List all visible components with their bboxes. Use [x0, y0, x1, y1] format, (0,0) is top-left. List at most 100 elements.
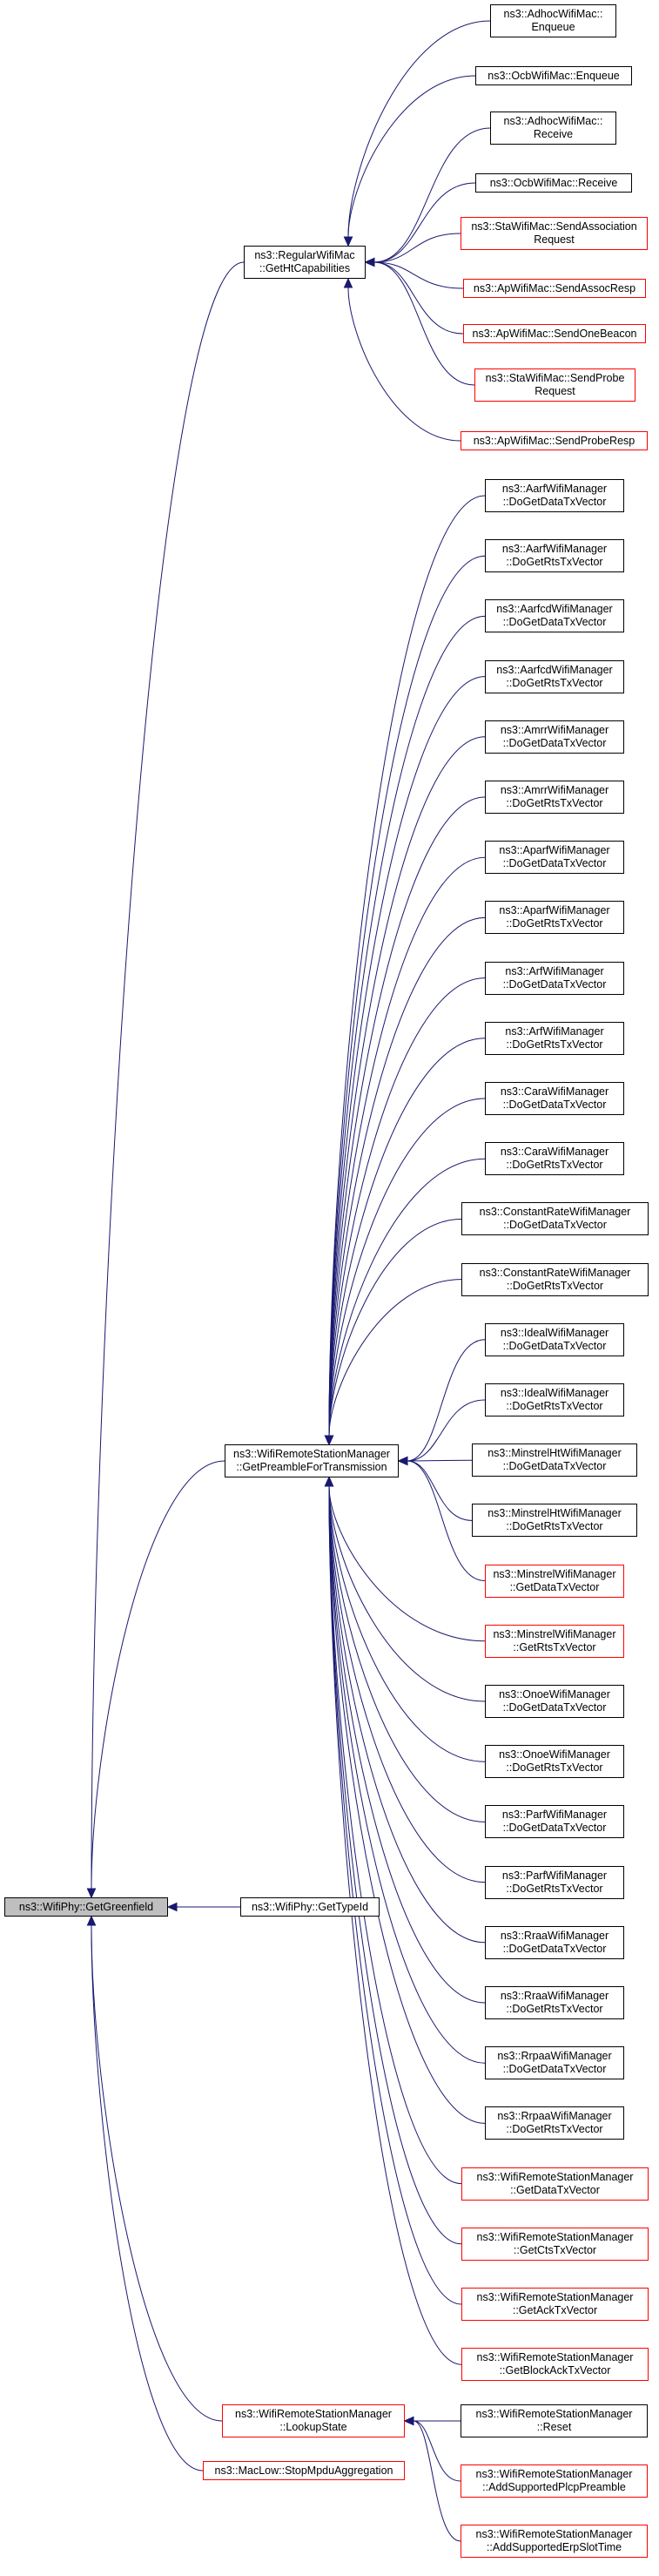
node-onoe-data[interactable]: ns3::OnoeWifiManager::DoGetDataTxVector	[485, 1685, 624, 1718]
node-label-line: ::DoGetDataTxVector	[502, 857, 607, 870]
edge-preamble-to-root	[91, 1460, 225, 1890]
node-min-rts[interactable]: ns3::MinstrelWifiManager::GetRtsTxVector	[485, 1624, 624, 1658]
node-wrsm-plcp[interactable]: ns3::WifiRemoteStationManager::AddSuppor…	[461, 2464, 648, 2498]
node-onoe-rts[interactable]: ns3::OnoeWifiManager::DoGetRtsTxVector	[485, 1745, 624, 1779]
node-rraa-rts[interactable]: ns3::RraaWifiManager::DoGetRtsTxVector	[485, 1986, 624, 2019]
node-arf-data[interactable]: ns3::ArfWifiManager::DoGetDataTxVector	[485, 961, 624, 995]
node-rrpaa-data[interactable]: ns3::RrpaaWifiManager::DoGetDataTxVector	[485, 2046, 624, 2080]
node-label-line: ns3::WifiRemoteStationManager	[475, 2408, 633, 2420]
node-label-line: ns3::RraaWifiManager	[500, 1990, 609, 2002]
node-preamble[interactable]: ns3::WifiRemoteStationManager::GetPreamb…	[225, 1444, 399, 1477]
edge-ideal-data-to-preamble	[407, 1339, 486, 1462]
node-label-line: ns3::RrpaaWifiManager	[497, 2050, 612, 2063]
node-root: ns3::WifiPhy::GetGreenfield	[4, 1897, 168, 1917]
node-ocb-receive[interactable]: ns3::OcbWifiMac::Receive	[475, 173, 632, 193]
edge-wrsm-ack-to-preamble	[328, 1485, 462, 2305]
node-ap-assocresp[interactable]: ns3::ApWifiMac::SendAssocResp	[463, 279, 646, 298]
node-label-line: ns3::ApWifiMac::SendAssocResp	[473, 281, 636, 294]
node-wrsm-cts[interactable]: ns3::WifiRemoteStationManager::GetCtsTxV…	[461, 2227, 649, 2261]
node-label-line: ::DoGetDataTxVector	[502, 2063, 607, 2076]
edge-wrsm-plcp-to-lookup	[413, 2420, 461, 2482]
node-label-line: ns3::WifiRemoteStationManager	[476, 2170, 634, 2183]
node-minht-data[interactable]: ns3::MinstrelHtWifiManager::DoGetDataTxV…	[472, 1444, 637, 1477]
node-label-line: ns3::AarfcdWifiManager	[496, 663, 613, 676]
edge-sta-assoc-to-regular	[373, 233, 461, 263]
node-aarfcd-data[interactable]: ns3::AarfcdWifiManager::DoGetDataTxVecto…	[485, 599, 624, 633]
node-ocb-enqueue[interactable]: ns3::OcbWifiMac::Enqueue	[475, 66, 632, 85]
node-wrsm-ack[interactable]: ns3::WifiRemoteStationManager::GetAckTxV…	[461, 2288, 649, 2321]
node-rrpaa-rts[interactable]: ns3::RrpaaWifiManager::DoGetRtsTxVector	[485, 2106, 624, 2140]
edge-aarf-rts-to-preamble	[328, 555, 486, 1437]
node-ap-proberesp[interactable]: ns3::ApWifiMac::SendProbeResp	[461, 431, 648, 450]
node-cara-rts[interactable]: ns3::CaraWifiManager::DoGetRtsTxVector	[485, 1142, 624, 1176]
edge-wrsm-data-to-preamble	[328, 1485, 462, 2185]
node-label-line: Enqueue	[531, 21, 575, 33]
node-ideal-rts[interactable]: ns3::IdealWifiManager::DoGetRtsTxVector	[485, 1383, 624, 1416]
node-label-line: ns3::RraaWifiManager	[500, 1929, 609, 1942]
node-label-line: ns3::ConstantRateWifiManager	[479, 1266, 631, 1279]
node-minht-rts[interactable]: ns3::MinstrelHtWifiManager::DoGetRtsTxVe…	[472, 1504, 637, 1538]
node-parf-rts[interactable]: ns3::ParfWifiManager::DoGetRtsTxVector	[485, 1865, 624, 1899]
node-cara-data[interactable]: ns3::CaraWifiManager::DoGetDataTxVector	[485, 1082, 624, 1115]
node-aparf-data[interactable]: ns3::AparfWifiManager::DoGetDataTxVector	[485, 841, 624, 875]
edge-min-rts-to-preamble	[328, 1485, 486, 1642]
node-label-line: ::LookupState	[279, 2421, 347, 2433]
node-amrr-rts[interactable]: ns3::AmrrWifiManager::DoGetRtsTxVector	[485, 781, 624, 814]
node-lookup[interactable]: ns3::WifiRemoteStationManager::LookupSta…	[222, 2404, 405, 2437]
node-label-line: ns3::MinstrelWifiManager	[493, 1627, 616, 1640]
node-label-line: ::DoGetDataTxVector	[502, 1099, 607, 1111]
edge-ocb-receive-to-regular	[373, 182, 476, 263]
node-parf-data[interactable]: ns3::ParfWifiManager::DoGetDataTxVector	[485, 1805, 624, 1839]
node-label-line: ::GetCtsTxVector	[513, 2243, 597, 2256]
node-label-line: ::DoGetRtsTxVector	[506, 556, 603, 569]
node-rraa-data[interactable]: ns3::RraaWifiManager::DoGetDataTxVector	[485, 1925, 624, 1959]
node-label-line: ::DoGetRtsTxVector	[506, 1520, 603, 1533]
node-label-line: ns3::IdealWifiManager	[500, 1326, 609, 1339]
node-const-rts[interactable]: ns3::ConstantRateWifiManager::DoGetRtsTx…	[461, 1262, 649, 1296]
node-label-line: ::DoGetRtsTxVector	[506, 1761, 603, 1775]
node-ideal-data[interactable]: ns3::IdealWifiManager::DoGetDataTxVector	[485, 1322, 624, 1356]
node-adhoc-receive[interactable]: ns3::AdhocWifiMac::Receive	[490, 112, 616, 145]
node-ap-beacon[interactable]: ns3::ApWifiMac::SendOneBeacon	[463, 324, 646, 343]
node-wrsm-data[interactable]: ns3::WifiRemoteStationManager::GetDataTx…	[461, 2167, 649, 2201]
edge-aparf-data-to-preamble	[328, 856, 486, 1437]
node-label-line: ::DoGetDataTxVector	[502, 1822, 607, 1835]
edge-arrowhead	[403, 2416, 414, 2426]
node-label-line: ::GetDataTxVector	[510, 2183, 600, 2196]
node-aparf-rts[interactable]: ns3::AparfWifiManager::DoGetRtsTxVector	[485, 901, 624, 935]
node-const-data[interactable]: ns3::ConstantRateWifiManager::DoGetDataT…	[461, 1202, 649, 1236]
edge-arrowhead	[86, 1888, 97, 1899]
node-min-data[interactable]: ns3::MinstrelWifiManager::GetDataTxVecto…	[485, 1564, 624, 1598]
node-gettypeid[interactable]: ns3::WifiPhy::GetTypeId	[240, 1897, 380, 1917]
edge-aarfcd-rts-to-preamble	[328, 676, 486, 1437]
edge-ap-assocresp-to-regular	[373, 261, 464, 289]
node-label-line: ns3::ApWifiMac::SendProbeResp	[473, 434, 635, 447]
node-label-line: ns3::MinstrelWifiManager	[493, 1567, 616, 1580]
node-arf-rts[interactable]: ns3::ArfWifiManager::DoGetRtsTxVector	[485, 1021, 624, 1055]
node-wrsm-erp[interactable]: ns3::WifiRemoteStationManager::AddSuppor…	[461, 2525, 648, 2558]
edge-onoe-data-to-preamble	[328, 1485, 486, 1702]
edge-min-data-to-preamble	[407, 1460, 486, 1582]
node-label-line: ::DoGetRtsTxVector	[506, 1159, 603, 1172]
node-label-line: ns3::StaWifiMac::SendProbe	[485, 372, 625, 384]
node-aarf-rts[interactable]: ns3::AarfWifiManager::DoGetRtsTxVector	[485, 539, 624, 573]
node-maclow[interactable]: ns3::MacLow::StopMpduAggregation	[203, 2461, 405, 2480]
edge-cara-data-to-preamble	[328, 1098, 486, 1437]
edge-arrowhead	[166, 1902, 178, 1912]
node-label-line: ::DoGetRtsTxVector	[506, 797, 603, 809]
node-aarf-data[interactable]: ns3::AarfWifiManager::DoGetDataTxVector	[485, 479, 624, 512]
node-amrr-data[interactable]: ns3::AmrrWifiManager::DoGetDataTxVector	[485, 720, 624, 754]
node-label-line: ns3::AdhocWifiMac::	[503, 115, 603, 127]
node-wrsm-reset[interactable]: ns3::WifiRemoteStationManager::Reset	[461, 2404, 648, 2437]
node-aarfcd-rts[interactable]: ns3::AarfcdWifiManager::DoGetRtsTxVector	[485, 659, 624, 693]
node-regular[interactable]: ns3::RegularWifiMac::GetHtCapabilities	[244, 246, 366, 279]
node-label-line: ::DoGetDataTxVector	[502, 1339, 607, 1352]
edge-maclow-to-root	[91, 1924, 204, 2471]
edge-aparf-rts-to-preamble	[328, 916, 486, 1437]
node-label-line: ns3::AparfWifiManager	[499, 904, 610, 917]
node-label-line: ::DoGetDataTxVector	[502, 1942, 607, 1955]
node-wrsm-blockack[interactable]: ns3::WifiRemoteStationManager::GetBlockA…	[461, 2348, 649, 2382]
node-adhoc-enqueue[interactable]: ns3::AdhocWifiMac::Enqueue	[490, 4, 616, 37]
